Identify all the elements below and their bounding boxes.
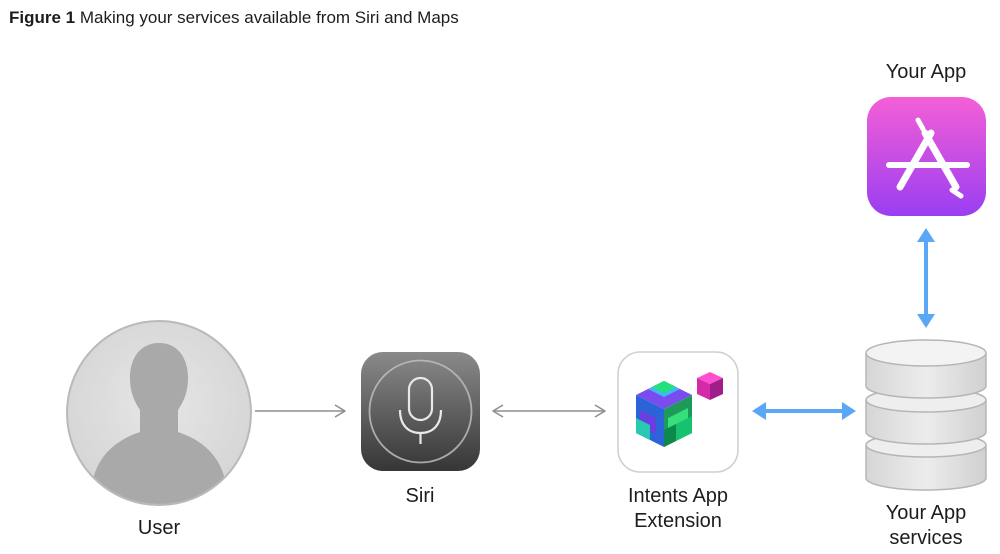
figure-number: Figure 1: [9, 8, 76, 27]
your-app-node: [867, 97, 986, 216]
app-store-icon: [867, 97, 986, 216]
services-label-line2: services: [889, 527, 963, 549]
services-label: Your App services: [866, 501, 986, 551]
your-app-label: Your App: [885, 61, 967, 83]
figure-caption: Figure 1 Making your services available …: [9, 8, 459, 28]
user-silhouette-icon: [66, 320, 252, 506]
intents-label-line1: Intents App: [627, 485, 729, 507]
intents-node: [617, 351, 739, 473]
figure-title: Making your services available from Siri…: [79, 8, 459, 27]
services-label-line1: Your App: [885, 502, 967, 524]
user-node: [66, 320, 252, 506]
arrow-services-app: [917, 228, 935, 328]
siri-node: [361, 352, 480, 471]
microphone-icon: [361, 352, 480, 471]
intents-cube-icon: [617, 351, 739, 473]
siri-label: Siri: [405, 485, 435, 507]
user-label: User: [137, 517, 181, 539]
intents-label-line2: Extension: [634, 510, 722, 532]
services-node: [865, 339, 987, 491]
arrow-intents-services: [752, 402, 856, 420]
database-icon: [865, 339, 987, 491]
intents-label: Intents App Extension: [598, 484, 758, 534]
